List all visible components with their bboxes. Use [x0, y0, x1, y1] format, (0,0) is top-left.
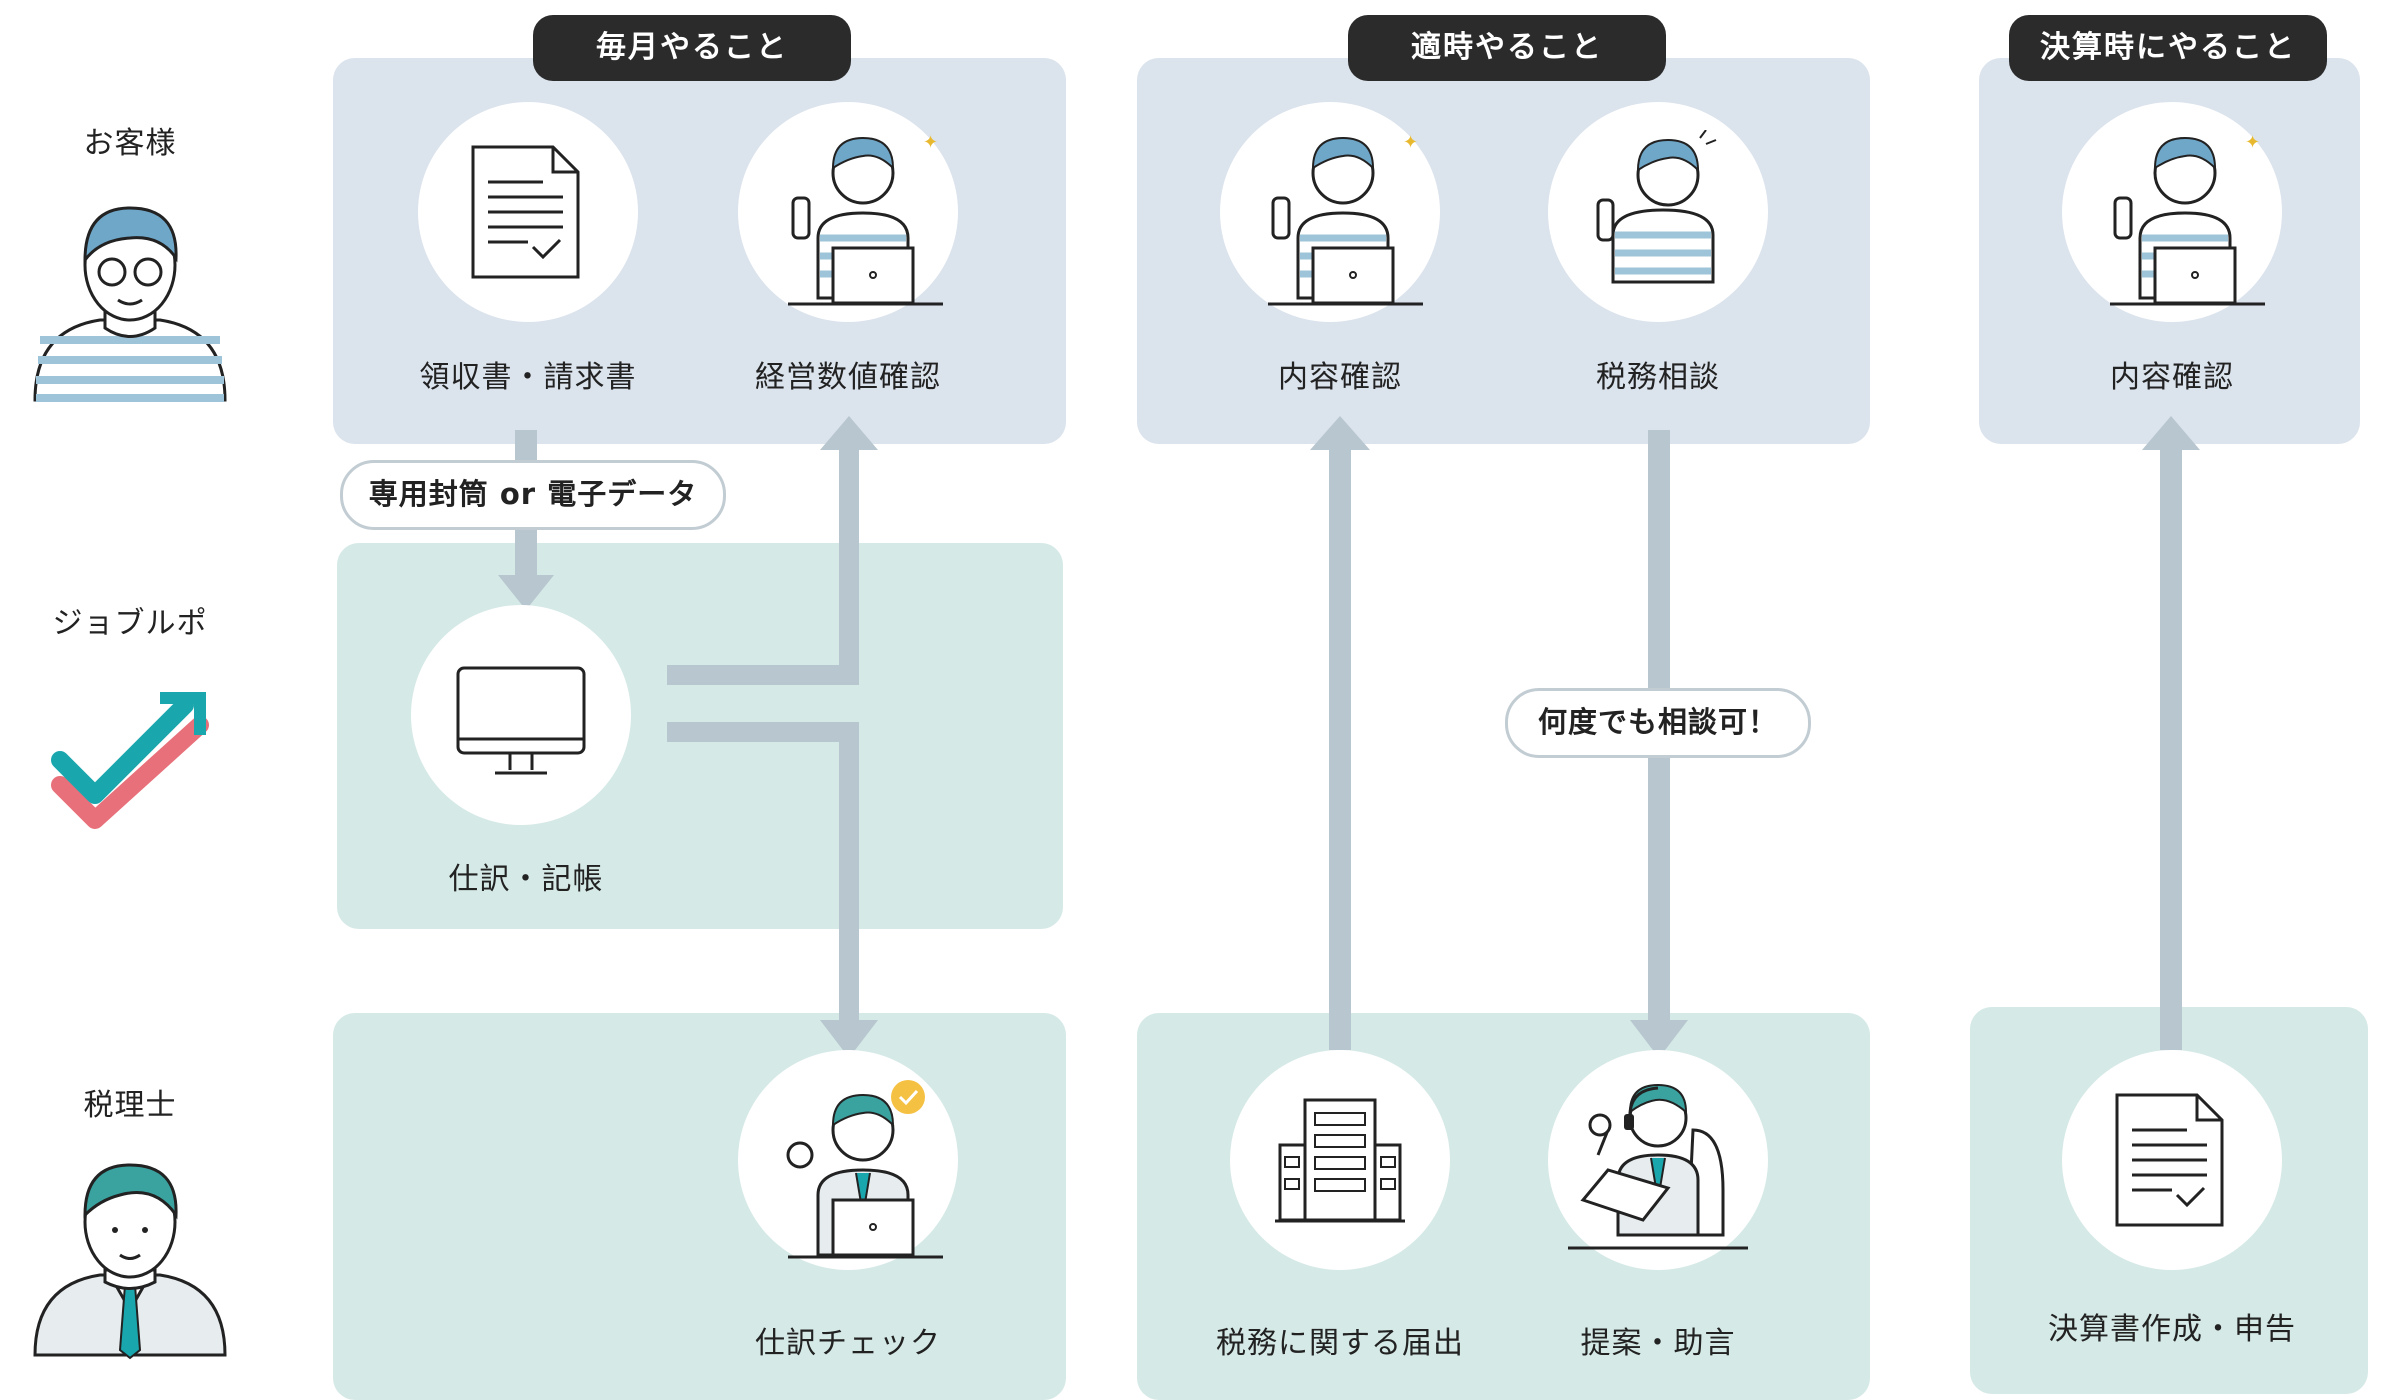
document-icon	[2115, 1093, 2224, 1227]
timely-content-check-label: 内容確認	[1278, 360, 1402, 395]
accountant-avatar-icon	[33, 1163, 227, 1360]
headset-laptop-person-icon	[1568, 1083, 1748, 1250]
arrow-bookkeeping-to-business-check	[667, 665, 859, 685]
consult-anytime-pill: 何度でも相談可！	[1505, 688, 1811, 758]
arrow-filing-to-content-check	[1329, 445, 1351, 1050]
tax-consult-label: 税務相談	[1596, 360, 1720, 395]
role-accountant: 税理士	[83, 1088, 177, 1123]
customer-avatar-icon	[33, 206, 227, 402]
tax-filing-label: 税務に関する届出	[1216, 1326, 1464, 1361]
document-icon	[471, 145, 580, 279]
receipts-label: 領収書・請求書	[419, 360, 637, 395]
statements-label: 決算書作成・申告	[2048, 1312, 2296, 1347]
monitor-icon	[456, 666, 586, 775]
office-building-icon	[1275, 1098, 1405, 1223]
svg-text:✦: ✦	[2245, 132, 2260, 153]
advice-label: 提案・助言	[1580, 1326, 1736, 1361]
bookkeeping-label: 仕訳・記帳	[448, 862, 604, 897]
tab-timely: 適時やること	[1348, 15, 1666, 81]
svg-text:✦: ✦	[1403, 132, 1418, 153]
ok-sign-laptop-person-icon	[786, 1080, 943, 1259]
thumbs-up-laptop-person-icon: ✦	[2110, 132, 2265, 306]
role-customer: お客様	[83, 126, 177, 161]
arrow-statements-to-content-check	[2160, 445, 2182, 1050]
jobpo-logo-icon	[51, 692, 209, 829]
thumbs-up-laptop-person-icon: ✦	[1268, 132, 1423, 306]
transfer-method-pill: 専用封筒 or 電子データ	[340, 460, 726, 530]
tab-monthly: 毎月やること	[533, 15, 851, 81]
thumbs-up-laptop-person-icon: ✦	[788, 132, 943, 306]
journal-check-label: 仕訳チェック	[755, 1326, 941, 1361]
settlement-content-check-label: 内容確認	[2110, 360, 2234, 395]
role-jobpo: ジョブルポ	[52, 606, 208, 641]
svg-text:✦: ✦	[923, 132, 938, 153]
tab-settlement: 決算時にやること	[2009, 15, 2327, 81]
business-check-label: 経営数値確認	[755, 360, 941, 395]
arrow-bookkeeping-to-journal-check	[667, 722, 859, 742]
thinking-person-icon	[1596, 130, 1717, 284]
